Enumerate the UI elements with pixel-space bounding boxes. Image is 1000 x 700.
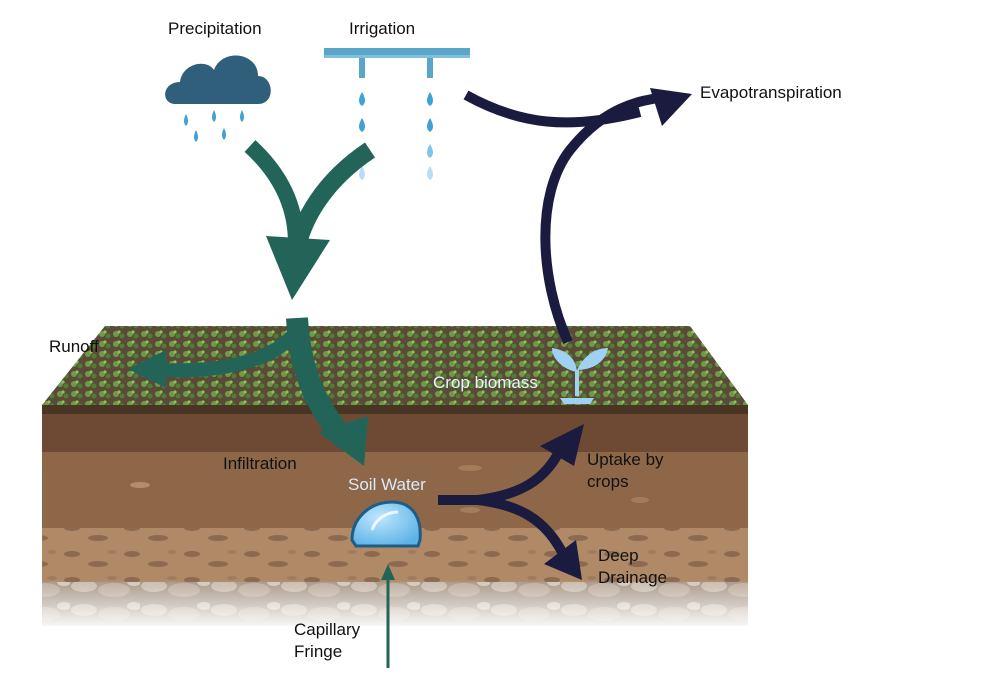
precipitation-label: Precipitation	[168, 19, 262, 38]
field-edge	[42, 405, 748, 414]
soil-block	[40, 326, 752, 630]
water-droplet-icon	[350, 500, 422, 548]
evapotranspiration-arrow	[540, 91, 671, 345]
evapotranspiration-arrowhead	[650, 88, 692, 126]
crop-biomass-label: Crop biomass	[433, 373, 538, 392]
deep-drainage-arrow	[477, 495, 567, 555]
crop-field	[42, 326, 748, 405]
capillary-fringe-arrowhead	[381, 564, 395, 580]
infiltration-label: Infiltration	[223, 454, 297, 473]
soil-water-label: Soil Water	[348, 475, 426, 494]
runoff-arrowhead	[128, 350, 166, 388]
capillary-fringe-label: Capillary Fringe	[294, 620, 361, 661]
runoff-arrow	[159, 325, 304, 378]
uptake-by-crops-label: Uptake by crops	[587, 450, 664, 491]
topsoil-layer	[42, 414, 748, 452]
deep-drainage-arrowhead	[544, 540, 582, 580]
irrigation-label: Irrigation	[349, 19, 416, 38]
evapotranspiration-label: Evapotranspiration	[700, 83, 842, 102]
runoff-label: Runoff	[49, 337, 99, 356]
deep-drainage-label: Deep Drainage	[598, 546, 667, 587]
infiltration-arrowhead	[318, 416, 368, 466]
rain-cloud-icon	[165, 55, 271, 142]
combined-inflow-arrowhead	[266, 236, 330, 300]
seedling-icon	[552, 348, 608, 404]
uptake-arrowhead	[540, 424, 584, 466]
irrigation-to-evapotranspiration-arrow	[463, 90, 642, 128]
